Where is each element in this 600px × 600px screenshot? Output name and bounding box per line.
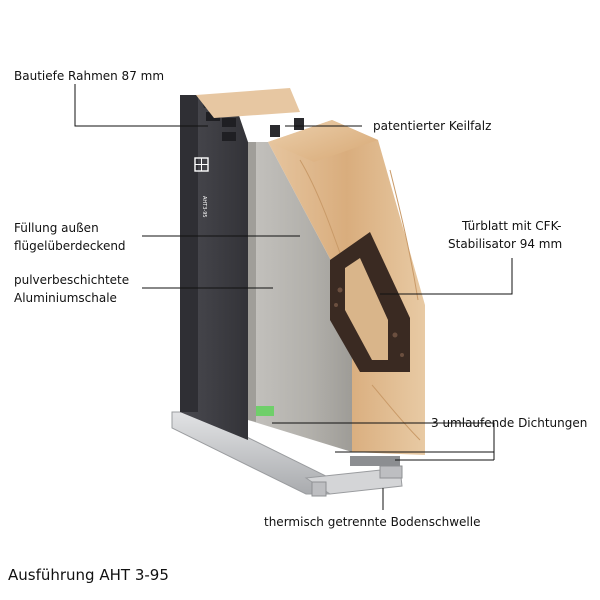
label-wedge-rebate: patentierter Keilfalz <box>373 119 492 133</box>
insulation-core <box>330 232 410 372</box>
frame-profile <box>180 95 248 440</box>
frame-mark: AHT3-95 <box>201 196 207 218</box>
leader-seal-bracket <box>426 422 495 460</box>
label-door-leaf-line2: Stabilisator 94 mm <box>448 237 563 251</box>
leader-frame-depth <box>74 84 208 127</box>
threshold-profile <box>171 411 403 497</box>
leader-lines <box>74 84 513 510</box>
label-filling-line1: Füllung außen <box>14 221 99 235</box>
label-aluminium-line2: Aluminiumschale <box>14 291 117 305</box>
label-filling-line2: flügelüberdeckend <box>14 239 126 253</box>
green-seal-marker <box>256 406 274 416</box>
leader-door-leaf <box>380 258 513 295</box>
label-aluminium-line1: pulverbeschichtete <box>14 273 130 287</box>
caption: Ausführung AHT 3-95 <box>8 566 169 584</box>
label-door-leaf-line1: Türblatt mit CFK- <box>462 219 562 233</box>
label-threshold: thermisch getrennte Bodenschwelle <box>264 515 481 529</box>
label-frame-depth: Bautiefe Rahmen 87 mm <box>14 69 165 83</box>
label-seals: 3 umlaufende Dichtungen <box>431 416 588 430</box>
aluminium-panel <box>248 142 352 452</box>
